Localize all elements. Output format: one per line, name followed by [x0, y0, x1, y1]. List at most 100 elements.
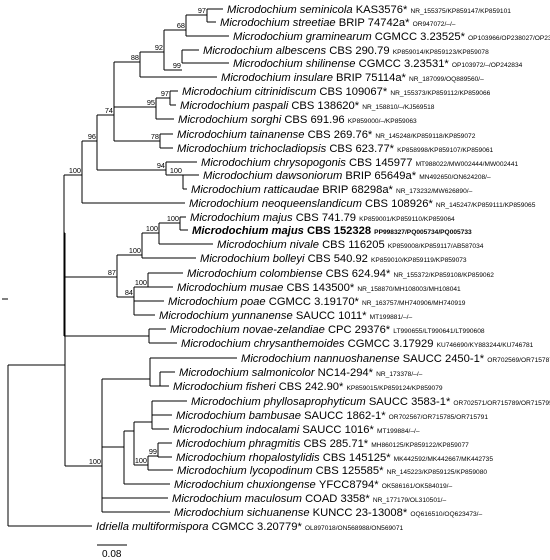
strain-id: SAUCC 3583-1* — [369, 396, 454, 408]
accession-numbers: PP998327/PQ005734/PQ005733 — [374, 229, 472, 236]
accession-numbers: KP859014/KP859123/KP859078 — [393, 49, 489, 56]
strain-id: CBS 624.94* — [326, 268, 394, 280]
support-value: 100 — [135, 278, 147, 287]
species-name: Microdochium neoqueenslandicum — [189, 198, 365, 210]
species-name: Microdochium indocalami — [173, 424, 302, 436]
strain-id: CBS 108926* — [365, 198, 436, 210]
accession-numbers: KP859000/–/KP859063 — [348, 118, 417, 125]
taxon-label: Microdochium chrysanthemoides CGMCC 3.17… — [181, 338, 534, 350]
taxon-label: Microdochium fisheri CBS 242.90* KP85901… — [173, 381, 443, 393]
support-values: 9768929988979574789610094100100100100100… — [69, 6, 206, 466]
taxon-label: Microdochium nivale CBS 116205 KP859008/… — [217, 239, 484, 251]
species-name: Microdochium novae-zelandiae — [170, 324, 328, 336]
accession-numbers: KU746690/KY883244/KU746781 — [437, 342, 534, 349]
strain-id: YFCC8794* — [319, 479, 382, 491]
strain-id: CGMCC 3.20779* — [212, 521, 305, 533]
accession-numbers: KP858998/KP859107/KP859061 — [397, 147, 493, 154]
species-name: Microdochium musae — [177, 282, 286, 294]
support-value: 94 — [157, 161, 165, 170]
taxon-label: Microdochium nannuoshanense SAUCC 2450-1… — [241, 353, 550, 365]
strain-id: NC14-294* — [318, 367, 376, 379]
accession-numbers: OQ616510/OQ623473/– — [410, 511, 482, 518]
species-name: Microdochium poae — [168, 296, 269, 308]
taxon-label: Microdochium sorghi CBS 691.96 KP859000/… — [178, 114, 417, 126]
accession-numbers: OP103972/–/OP242834 — [452, 62, 523, 69]
taxon-label: Microdochium seminicola KAS3576* NR_1553… — [227, 4, 511, 16]
strain-id: CBS 540.92 — [308, 253, 371, 265]
species-name: Microdochium ratticaudae — [191, 184, 322, 196]
strain-id: CBS 138620* — [291, 100, 362, 112]
accession-numbers: OR702567/OR715785/OR715791 — [389, 414, 489, 421]
species-name: Microdochium chrysopogonis — [201, 157, 349, 169]
strain-id: CBS 145977 — [349, 157, 416, 169]
strain-id: CBS 691.96 — [284, 114, 347, 126]
taxon-label: Microdochium musae CBS 143500* NR_158870… — [177, 282, 461, 294]
species-name: Microdochium dawsoniorum — [203, 170, 345, 182]
strain-id: COAD 3358* — [305, 493, 373, 505]
accession-numbers: MN492650/ON624208/– — [419, 174, 491, 181]
species-name: Idriella multiformispora — [96, 521, 212, 533]
species-name: Microdochium graminearum — [233, 31, 375, 43]
strain-id: CBS 269.76* — [308, 129, 376, 141]
species-name: Microdochium nivale — [217, 239, 322, 251]
taxon-label: Microdochium sichuanense KUNCC 23-13008*… — [174, 507, 482, 519]
taxon-label: Microdochium yunnanense SAUCC 1011* MT19… — [159, 310, 412, 322]
taxon-label: Microdochium dawsoniorum BRIP 65649a* MN… — [203, 170, 491, 182]
strain-id: BRIP 74742a* — [339, 17, 413, 29]
support-value: 99 — [173, 61, 181, 70]
support-value: 95 — [147, 98, 155, 107]
support-value: 87 — [108, 268, 116, 277]
strain-id: CBS 109067* — [319, 86, 390, 98]
taxon-label: Microdochium maculosum COAD 3358* NR_177… — [172, 493, 446, 505]
species-name: Microdochium phyllosaprophyticum — [191, 396, 369, 408]
taxon-label: Microdochium majus CBS 741.79 KP859001/K… — [190, 212, 455, 224]
accession-numbers: NR_158870/MH108003/MH108041 — [357, 286, 461, 293]
taxon-label: Microdochium salmonicolor NC14-294* NR_1… — [179, 367, 423, 379]
taxon-label: Microdochium tainanense CBS 269.76* NR_1… — [177, 129, 476, 141]
taxon-label: Microdochium majus CBS 152328 PP998327/P… — [192, 225, 472, 237]
taxon-label: Microdochium poae CGMCC 3.19170* NR_1637… — [168, 296, 466, 308]
accession-numbers: NR_158810/–/KJ569518 — [362, 104, 435, 111]
accession-numbers: OK586161/OK584019/– — [382, 483, 453, 490]
species-name: Microdochium majus — [190, 212, 296, 224]
support-value: 78 — [151, 132, 159, 141]
accession-numbers: NR_177179/OL310501/– — [373, 497, 447, 504]
species-name: Microdochium yunnanense — [159, 310, 296, 322]
support-value: 96 — [88, 132, 96, 141]
taxon-label: Microdochium ratticaudae BRIP 68298a* NR… — [191, 184, 473, 196]
species-name: Microdochium maculosum — [172, 493, 305, 505]
strain-id: CBS 143500* — [286, 282, 357, 294]
species-name: Microdochium salmonicolor — [179, 367, 318, 379]
species-name: Microdochium paspali — [180, 100, 291, 112]
accession-numbers: NR_145223/KP859125/KP859080 — [387, 469, 488, 476]
taxon-label: Microdochium graminearum CGMCC 3.23525* … — [233, 31, 550, 43]
accession-numbers: NR_155373/KP859112/KP859066 — [390, 90, 490, 97]
strain-id: BRIP 75114a* — [336, 72, 409, 84]
support-value: 100 — [167, 214, 179, 223]
strain-id: SAUCC 1016* — [302, 424, 377, 436]
taxon-label: Microdochium indocalami SAUCC 1016* MT19… — [173, 424, 420, 436]
strain-id: KUNCC 23-13008* — [313, 507, 411, 519]
strain-id: CBS 242.90* — [279, 381, 347, 393]
support-value: 74 — [105, 106, 113, 115]
support-value: 88 — [131, 53, 139, 62]
species-name: Microdochium bolleyi — [200, 253, 308, 265]
taxon-label: Microdochium bolleyi CBS 540.92 KP859010… — [200, 253, 467, 265]
strain-id: CBS 152328 — [307, 225, 374, 237]
species-name: Microdochium fisheri — [173, 381, 279, 393]
accession-numbers: OP103966/OP238027/OP238029 — [468, 35, 550, 42]
accession-numbers: MT988022/MW002444/MW002441 — [416, 161, 519, 168]
taxon-label: Microdochium streetiae BRIP 74742a* OR94… — [220, 17, 456, 29]
accession-numbers: NR_155375/KP859147/KP859101 — [410, 8, 511, 15]
strain-id: CGMCC 3.19170* — [269, 296, 362, 308]
strain-id: BRIP 68298a* — [322, 184, 396, 196]
strain-id: SAUCC 1862-1* — [304, 410, 389, 422]
support-value: 100 — [129, 246, 141, 255]
accession-numbers: KP859015/KP859124/KP859079 — [347, 385, 443, 392]
strain-id: CGMCC 3.23531* — [359, 58, 452, 70]
accession-numbers: MK442592/MK442667/MK442735 — [394, 456, 494, 463]
taxon-label: Microdochium bambusae SAUCC 1862-1* OR70… — [176, 410, 488, 422]
taxon-label: Microdochium novae-zelandiae CPC 29376* … — [170, 324, 485, 336]
support-value: 100 — [89, 457, 101, 466]
